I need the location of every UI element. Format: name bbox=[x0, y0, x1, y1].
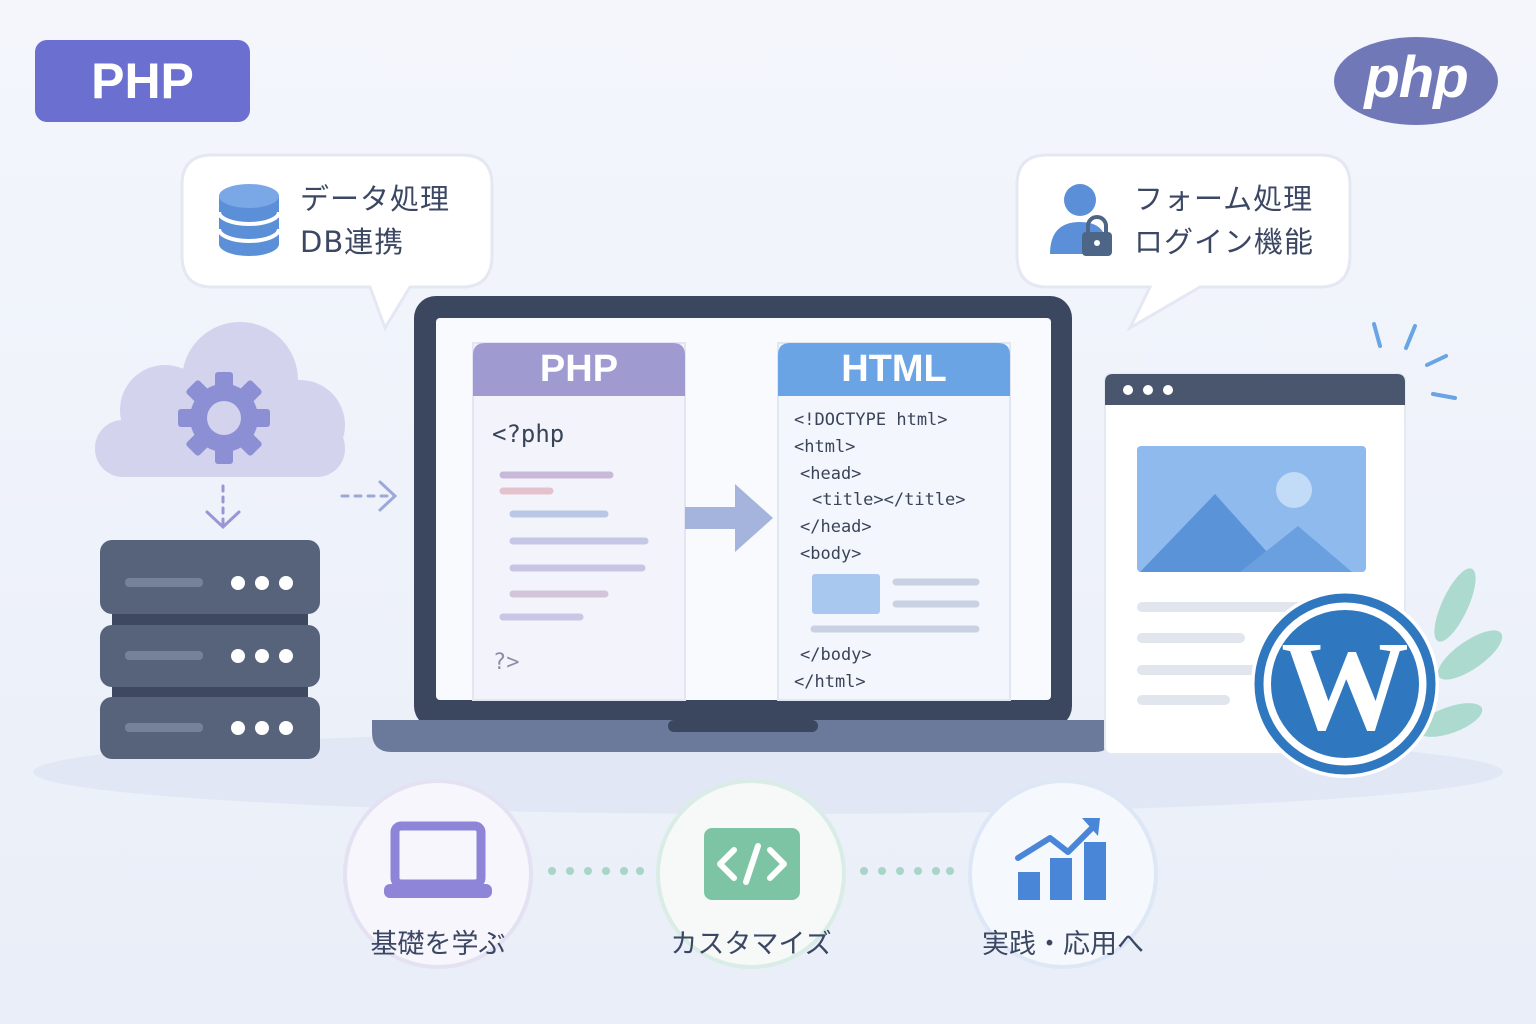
php-logo-label: php bbox=[1364, 45, 1468, 110]
convert-arrow-icon bbox=[685, 484, 773, 552]
data-bubble-line2: DB連携 bbox=[300, 225, 405, 259]
step-label-customize: カスタマイズ bbox=[670, 929, 832, 960]
cloud-icon bbox=[95, 322, 345, 477]
php-panel-title: PHP bbox=[539, 348, 619, 390]
speech-bubble-form bbox=[1015, 153, 1352, 332]
php-close-tag: ?> bbox=[493, 650, 520, 675]
svg-text:W: W bbox=[1281, 615, 1409, 757]
growth-chart-icon bbox=[1015, 818, 1106, 900]
code-icon bbox=[704, 828, 800, 900]
laptop-icon bbox=[384, 821, 492, 898]
form-bubble-line2: ログイン機能 bbox=[1134, 225, 1315, 259]
step-connector bbox=[548, 867, 954, 875]
leaf-decoration bbox=[1417, 568, 1503, 737]
gear-icon bbox=[178, 372, 270, 464]
html-line: </body> bbox=[800, 645, 872, 665]
html-line: <html> bbox=[794, 437, 856, 457]
html-panel-title: HTML bbox=[841, 348, 947, 390]
html-line: <body> bbox=[800, 544, 862, 564]
server-stack-icon bbox=[100, 540, 320, 759]
php-logo bbox=[1334, 37, 1498, 125]
php-code-panel bbox=[472, 342, 686, 701]
image-placeholder bbox=[812, 574, 880, 614]
down-arrow-icon bbox=[205, 484, 241, 530]
user-lock-icon bbox=[1050, 184, 1112, 256]
form-bubble-line1: フォーム処理 bbox=[1134, 182, 1314, 216]
wordpress-logo: W bbox=[1251, 590, 1439, 778]
right-arrow-icon bbox=[340, 480, 398, 512]
html-code-panel bbox=[777, 342, 1011, 701]
html-line: <!DOCTYPE html> bbox=[794, 410, 948, 430]
html-line: <title></title> bbox=[812, 490, 966, 510]
php-badge bbox=[35, 40, 250, 122]
step-label-practice: 実践・応用へ bbox=[982, 929, 1144, 960]
database-icon bbox=[217, 184, 281, 256]
php-badge-label: PHP bbox=[91, 53, 194, 109]
php-open-tag: <?php bbox=[492, 420, 565, 448]
html-line: <head> bbox=[800, 464, 862, 484]
html-line: </head> bbox=[800, 517, 872, 537]
sparkle-icon bbox=[1372, 322, 1457, 400]
data-bubble-line1: データ処理 bbox=[300, 182, 451, 216]
speech-bubble-data bbox=[180, 153, 494, 332]
step-label-basics: 基礎を学ぶ bbox=[370, 929, 506, 960]
html-line: </html> bbox=[794, 672, 866, 692]
code-placeholder-lines bbox=[499, 471, 649, 621]
